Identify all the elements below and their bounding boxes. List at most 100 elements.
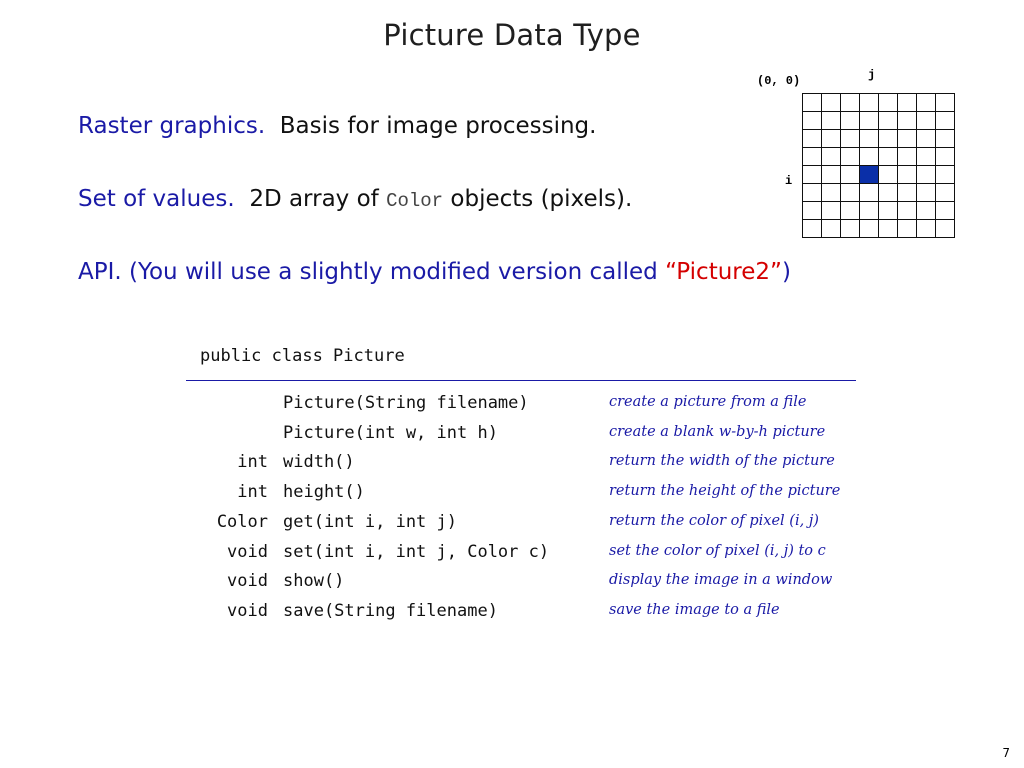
api-return-type: int bbox=[237, 452, 268, 473]
pixel-cell bbox=[936, 112, 955, 130]
bullet-label: Raster graphics. bbox=[78, 113, 266, 139]
api-return-type: Color bbox=[216, 511, 268, 532]
pixel-cell bbox=[936, 166, 955, 184]
pixel-cell bbox=[822, 166, 841, 184]
pixel-cell bbox=[936, 220, 955, 238]
pixel-cell bbox=[803, 166, 822, 184]
pixel-cell bbox=[879, 166, 898, 184]
bullet-text: (You will use a slightly modified versio… bbox=[129, 259, 658, 285]
pixel-cell bbox=[898, 166, 917, 184]
pixel-cell bbox=[898, 112, 917, 130]
pixel-cell bbox=[803, 112, 822, 130]
bullet-text-after: objects (pixels). bbox=[450, 186, 633, 212]
pixel-cell bbox=[803, 130, 822, 148]
api-signature: get(int i, int j) bbox=[283, 511, 457, 532]
pixel-cell bbox=[917, 130, 936, 148]
pixel-cell bbox=[917, 166, 936, 184]
bullet-api: API. (You will use a slightly modified v… bbox=[78, 259, 791, 285]
pixel-cell bbox=[936, 94, 955, 112]
api-description: display the image in a window bbox=[609, 572, 833, 589]
api-row: Picture(int w, int h) create a blank w-by… bbox=[0, 423, 1024, 451]
pixel-cell bbox=[860, 112, 879, 130]
pixel-cell bbox=[803, 202, 822, 220]
pixel-cell bbox=[803, 148, 822, 166]
api-row: Color get(int i, int j) return the color o… bbox=[0, 512, 1024, 540]
pixel-cell bbox=[822, 112, 841, 130]
pixel-cell bbox=[879, 220, 898, 238]
api-divider bbox=[186, 380, 856, 381]
pixel-cell bbox=[917, 202, 936, 220]
api-signature: Picture(int w, int h) bbox=[283, 422, 498, 443]
bullet-label: API. bbox=[78, 259, 122, 285]
bullet-text: 2D array of bbox=[249, 186, 379, 212]
bullet-set-of-values: Set of values. 2D array of Color objects… bbox=[78, 186, 632, 212]
pixel-cell bbox=[879, 148, 898, 166]
pixel-cell bbox=[822, 94, 841, 112]
pixel-cell bbox=[822, 148, 841, 166]
api-return-type: void bbox=[227, 541, 268, 562]
pixel-cell bbox=[898, 184, 917, 202]
api-description: create a blank w-by-h picture bbox=[609, 423, 826, 440]
api-return-type: void bbox=[227, 571, 268, 592]
api-description: save the image to a file bbox=[609, 601, 780, 618]
pixel-cell bbox=[898, 94, 917, 112]
pixel-cell bbox=[917, 184, 936, 202]
grid-origin-label: (0, 0) bbox=[757, 74, 801, 88]
slide-number: 7 bbox=[1002, 746, 1010, 760]
bullet-text: Basis for image processing. bbox=[279, 113, 597, 139]
pixel-cell bbox=[936, 130, 955, 148]
pixel-cell bbox=[898, 202, 917, 220]
api-description: return the height of the picture bbox=[609, 483, 841, 500]
api-row: Picture(String filename)create a picture… bbox=[0, 393, 1024, 421]
api-signature: show() bbox=[283, 571, 345, 592]
api-description: return the width of the picture bbox=[609, 453, 835, 470]
api-row: void set(int i, int j, Color c) set the co… bbox=[0, 542, 1024, 570]
pixel-cell bbox=[936, 202, 955, 220]
slide-title: Picture Data Type bbox=[383, 18, 641, 52]
pixel-cell bbox=[917, 148, 936, 166]
pixel-cell bbox=[841, 130, 860, 148]
pixel-cell bbox=[917, 220, 936, 238]
api-row: void show() display the image in a window bbox=[0, 571, 1024, 599]
pixel-cell bbox=[936, 148, 955, 166]
pixel-cell bbox=[803, 94, 822, 112]
bullet-label: Set of values. bbox=[78, 186, 235, 212]
pixel-cell bbox=[879, 130, 898, 148]
pixel-cell bbox=[860, 148, 879, 166]
pixel-cell bbox=[822, 220, 841, 238]
pixel-cell bbox=[822, 130, 841, 148]
pixel-cell bbox=[841, 166, 860, 184]
pixel-cell bbox=[841, 184, 860, 202]
api-row: int width() return the width of the pictur… bbox=[0, 452, 1024, 480]
api-signature: width() bbox=[283, 452, 355, 473]
pixel-cell bbox=[841, 148, 860, 166]
pixel-cell bbox=[879, 94, 898, 112]
pixel-cell bbox=[898, 148, 917, 166]
api-description: return the color of pixel (i, j) bbox=[609, 512, 819, 529]
pixel-cell bbox=[936, 184, 955, 202]
pixel-cell bbox=[879, 184, 898, 202]
grid-row-label: i bbox=[785, 174, 793, 188]
pixel-cell bbox=[917, 94, 936, 112]
api-signature: height() bbox=[283, 482, 365, 503]
pixel-cell bbox=[841, 220, 860, 238]
pixel-cell bbox=[860, 130, 879, 148]
picture2-highlight: “Picture2” bbox=[665, 259, 782, 285]
pixel-cell bbox=[879, 202, 898, 220]
api-class-header: public class Picture bbox=[200, 346, 405, 366]
pixel-cell bbox=[841, 94, 860, 112]
api-description: set the color of pixel (i, j) to c bbox=[609, 542, 826, 559]
api-row: void save(String filename) save the image … bbox=[0, 601, 1024, 629]
api-return-type: void bbox=[227, 600, 268, 621]
pixel-cell bbox=[879, 112, 898, 130]
pixel-cell bbox=[860, 202, 879, 220]
api-signature: save(String filename) bbox=[283, 600, 498, 621]
pixel-cell bbox=[860, 220, 879, 238]
api-signature: set(int i, int j, Color c) bbox=[283, 541, 550, 562]
api-signature: Picture(String filename) bbox=[283, 393, 529, 413]
filled-pixel-cell bbox=[860, 166, 879, 184]
pixel-cell bbox=[841, 112, 860, 130]
pixel-cell bbox=[841, 202, 860, 220]
pixel-cell bbox=[803, 220, 822, 238]
